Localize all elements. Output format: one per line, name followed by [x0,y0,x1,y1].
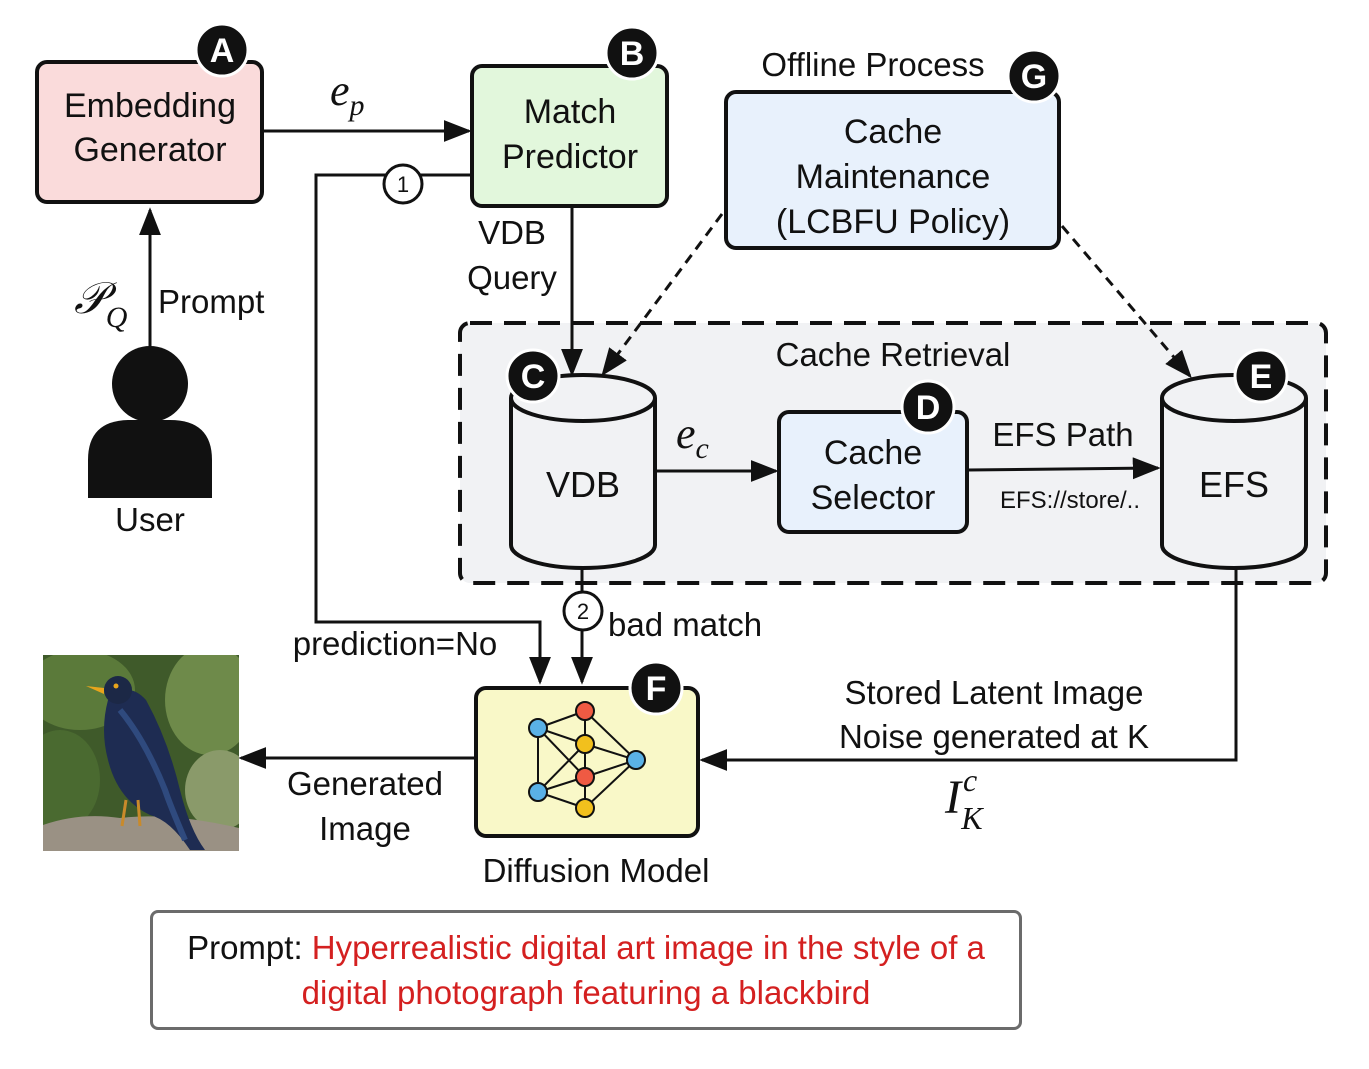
svg-text:F: F [646,670,667,708]
cache-maintenance-line1: Cache [844,113,942,151]
cache-selector-line2: Selector [811,479,936,517]
embedding-generator-box [35,60,264,204]
cache-selector-box [777,410,969,534]
prediction-no-label: prediction=No [293,625,498,662]
step-2-marker: 2 [562,590,604,632]
prompt-box: Prompt: Hyperrealistic digital art image… [150,910,1022,1030]
prompt-label: Prompt [158,283,264,320]
vdb-query-label-2: Query [467,259,557,296]
badge-c: C [505,348,561,404]
svg-text:D: D [916,389,941,427]
generated-image-label-1: Generated [287,765,443,802]
prompt-symbol: 𝒫Q [74,274,128,334]
prompt-box-label: Prompt: [187,929,312,966]
cache-retrieval-label: Cache Retrieval [776,336,1011,373]
svg-text:A: A [210,32,235,70]
cache-selector-line1: Cache [824,434,922,472]
prompt-box-content: Prompt: Hyperrealistic digital art image… [171,925,1001,1015]
vdb-label: VDB [546,464,620,505]
neural-network-icon [528,701,646,818]
embedding-generator-line1: Embedding [64,87,236,125]
match-predictor-box [470,64,669,208]
cache-maintenance-box [724,90,1061,250]
offline-process-label: Offline Process [761,46,984,83]
svg-text:G: G [1021,58,1047,96]
badge-d: D [900,379,956,435]
match-predictor-line1: Match [524,93,617,131]
edge-efs-to-diffusion [699,568,1238,771]
generated-image-label-2: Image [319,810,411,847]
badge-a: A [194,22,250,78]
efs-label: EFS [1199,464,1269,505]
user-icon [88,346,212,498]
svg-text:1: 1 [397,172,409,197]
generated-bird-image [43,655,239,851]
efs-path-label: EFS Path [992,416,1133,453]
stored-latent-label-2: Noise generated at K [839,718,1149,755]
svg-text:C: C [521,358,546,396]
svg-text:B: B [620,35,645,73]
diffusion-model-label: Diffusion Model [483,852,710,889]
svg-text:2: 2 [577,599,589,624]
match-predictor-line2: Predictor [502,138,638,176]
ep-label: ep [330,66,365,122]
badge-b: B [604,25,660,81]
cache-maintenance-line3: (LCBFU Policy) [776,203,1010,241]
badge-f: F [628,660,684,716]
badge-g: G [1006,48,1062,104]
bad-match-label: bad match [608,606,762,643]
user-label: User [115,501,185,538]
embedding-generator-line2: Generator [73,131,226,169]
svg-text:E: E [1250,358,1273,396]
edge-selector-to-efs [967,457,1161,480]
badge-e: E [1233,348,1289,404]
cache-maintenance-line2: Maintenance [796,158,991,196]
ec-label: ec [676,409,709,465]
efs-uri-label: EFS://store/.. [1000,487,1140,514]
stored-latent-label-1: Stored Latent Image [844,674,1143,711]
edge-prediction-no [314,173,551,685]
prompt-box-text: Hyperrealistic digital art image in the … [301,929,985,1011]
vdb-query-label-1: VDB [478,214,546,251]
step-1-marker: 1 [382,163,424,205]
